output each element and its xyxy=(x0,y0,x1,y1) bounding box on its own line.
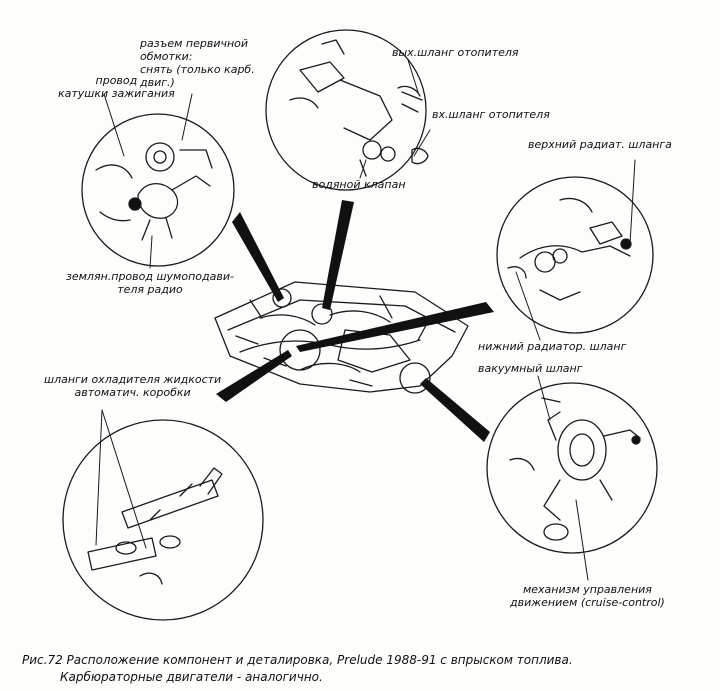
inset-heater-detail xyxy=(289,39,429,177)
label-radio-ground-wire: землян.провод шумоподави- теля радио xyxy=(66,270,234,296)
inset-cruise-circle xyxy=(486,382,658,554)
caption-line-2: Карбюраторные двигатели - аналогично. xyxy=(60,670,323,684)
pointer-lines xyxy=(95,59,636,581)
inset-ignition-circle xyxy=(81,113,235,267)
inset-cruise-detail xyxy=(509,397,641,541)
inset-ignition-detail xyxy=(95,142,213,241)
figure-caption: Рис.72 Расположение компонент и деталиро… xyxy=(22,652,712,686)
label-vacuum-hose: вакуумный шланг xyxy=(478,362,583,375)
inset-atf-detail xyxy=(87,467,223,585)
inset-heater-circle xyxy=(265,29,427,191)
label-heater-inlet-hose: вх.шланг отопителя xyxy=(432,108,550,121)
inset-radiator-circle xyxy=(496,176,654,334)
label-coil-wire: провод катушки зажигания xyxy=(58,74,175,100)
inset-atf-circle xyxy=(62,419,264,621)
label-heater-outlet-hose: вых.шланг отопителя xyxy=(392,46,519,59)
engine-bay-drawing xyxy=(214,281,469,394)
label-lower-radiator-hose: нижний радиатор. шланг xyxy=(478,340,627,353)
caption-line-1: Рис.72 Расположение компонент и деталиро… xyxy=(22,653,573,667)
label-cruise-control-actuator: механизм управления движением (cruise-co… xyxy=(510,583,665,609)
label-primary-connector: разъем первичной обмотки: снять (только … xyxy=(140,37,255,89)
label-upper-radiator-hose: верхний радиат. шланга xyxy=(528,138,672,151)
label-atf-cooler-hoses: шланги охладителя жидкости автоматич. ко… xyxy=(44,373,222,399)
callout-leaders xyxy=(216,200,494,442)
label-water-valve: водяной клапан xyxy=(312,178,406,191)
inset-radiator-detail xyxy=(507,197,632,301)
